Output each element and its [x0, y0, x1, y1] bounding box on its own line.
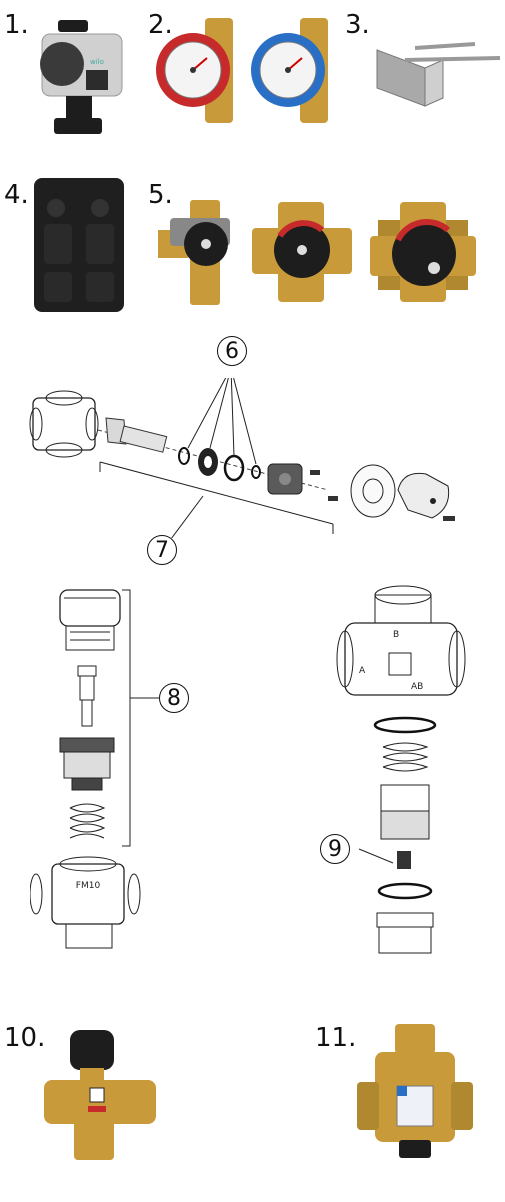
thermostatic-mixing-valve-image: [40, 1028, 160, 1168]
thermometer-valve-blue-image: [250, 18, 340, 123]
item-2-label: 2.: [148, 10, 173, 40]
mixing-valve-3way-image: [158, 200, 248, 305]
mixing-valve-4way-image: [250, 200, 355, 305]
marking-ab: AB: [411, 682, 423, 692]
exploded-3way-valve-drawing: B A AB: [335, 585, 475, 975]
insulation-shell-image: [32, 176, 127, 316]
item-11-label: 11.: [315, 1023, 357, 1053]
item-5-label: 5.: [148, 180, 173, 210]
circulation-pump-image: wilo: [36, 12, 126, 137]
callout-7: 7: [147, 535, 177, 565]
item-1-label: 1.: [4, 10, 29, 40]
marking-a: A: [359, 666, 366, 676]
item-10-label: 10.: [4, 1023, 46, 1053]
mounting-bracket-image: [365, 30, 505, 110]
exploded-thermostatic-valve-drawing: FM10: [30, 588, 190, 958]
thermal-valve-image: [355, 1022, 475, 1162]
marking-fm10: FM10: [76, 881, 101, 891]
mixing-valve-flange-image: [368, 200, 478, 305]
svg-text:wilo: wilo: [90, 58, 104, 66]
callout-9: 9: [320, 834, 350, 864]
item-4-label: 4.: [4, 180, 29, 210]
thermometer-valve-red-image: [155, 18, 245, 123]
marking-b: B: [393, 630, 399, 640]
callout-8: 8: [159, 683, 189, 713]
callout-6: 6: [217, 336, 247, 366]
exploded-valve-drawing: [28, 378, 488, 538]
item-3-label: 3.: [345, 10, 370, 40]
